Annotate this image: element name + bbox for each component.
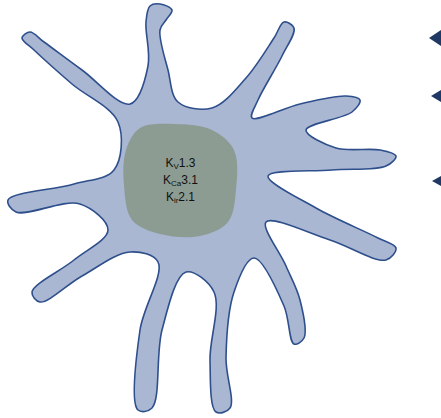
bullet-mark: [429, 30, 441, 46]
channel-name: Kir2.1: [163, 189, 198, 206]
bullet-mark: [431, 90, 441, 102]
cell-outline: [8, 4, 396, 413]
nucleus-shape: [123, 124, 237, 238]
channel-name: KCa3.1: [163, 172, 198, 189]
nucleus-label-box: KV1.3KCa3.1Kir2.1: [163, 155, 198, 206]
channel-name: KV1.3: [163, 155, 198, 172]
bullet-mark: [432, 176, 441, 186]
